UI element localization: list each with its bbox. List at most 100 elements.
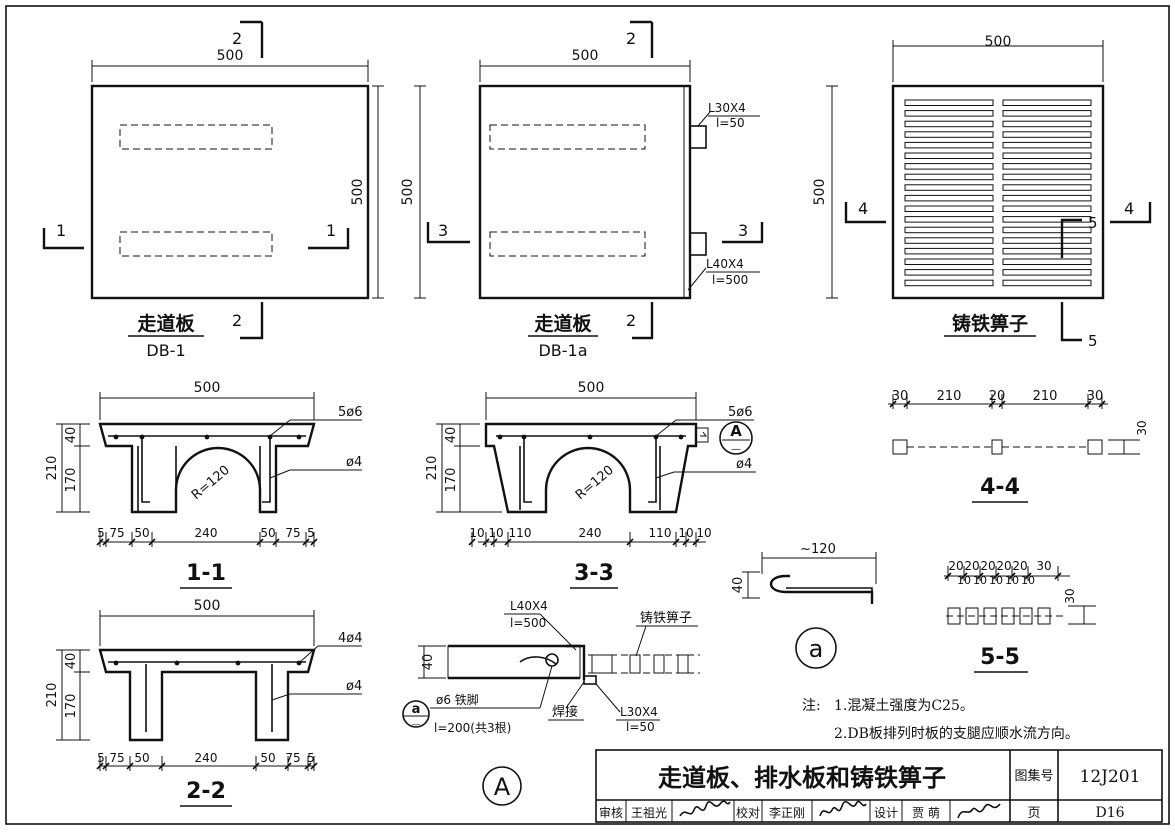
detailA-weld: 焊接 bbox=[552, 704, 578, 720]
grate-slot bbox=[904, 141, 994, 149]
grate-slot bbox=[904, 184, 994, 191]
db1-width-dim: 500 bbox=[217, 48, 244, 64]
s55-subdim-3: 10 bbox=[989, 574, 1003, 587]
section-3-3: A — 500 5ø6 ø4 R=120 210 40 170 10 10 11… bbox=[425, 380, 756, 589]
s11-dim-7: 5 bbox=[307, 526, 315, 540]
reviewer-signature bbox=[679, 800, 731, 817]
s22-h-total: 210 bbox=[45, 683, 60, 708]
db1-height-dim: 500 bbox=[350, 179, 366, 206]
s22-label: 2-2 bbox=[186, 779, 226, 804]
s22-width-dim: 500 bbox=[194, 598, 221, 614]
grate-slot bbox=[904, 269, 994, 276]
s55-dim-2: 20 bbox=[964, 559, 979, 573]
review-label: 审核 bbox=[599, 805, 623, 820]
section-2-2: 500 4ø4 ø4 210 40 170 5 75 50 240 50 75 … bbox=[45, 598, 363, 807]
grate-slot bbox=[1002, 141, 1092, 149]
db1-name: 走道板 bbox=[137, 312, 195, 335]
grate-slots bbox=[904, 99, 1092, 287]
grate-slot bbox=[1002, 152, 1092, 159]
s55-bar bbox=[965, 607, 979, 625]
grate-name: 铸铁箅子 bbox=[952, 312, 1028, 335]
s55-label: 5-5 bbox=[980, 645, 1020, 670]
s44-dim-5: 30 bbox=[1087, 389, 1104, 404]
s55-dim-5: 20 bbox=[1012, 559, 1027, 573]
db1a-cut3-right: 3 bbox=[738, 221, 748, 240]
db1a-name: 走道板 bbox=[534, 312, 592, 335]
grate-slot bbox=[1002, 269, 1092, 276]
s33-width-dim: 500 bbox=[578, 380, 605, 396]
title-block: 走道板、排水板和铸铁箅子 图集号 12J201 页 D16 审核 王祖光 校对 … bbox=[595, 749, 1163, 823]
s33-dim-4: 240 bbox=[579, 526, 602, 540]
detailA-angle-top-len: l=500 bbox=[510, 616, 546, 630]
db1a-code: DB-1a bbox=[538, 341, 587, 360]
db1a-angle-top-len: l=50 bbox=[716, 116, 745, 130]
s55-dim-1: 20 bbox=[948, 559, 963, 573]
grate-cut5-top: 5 bbox=[1088, 214, 1098, 232]
s22-dim-5: 50 bbox=[260, 751, 275, 765]
s11-h-top: 40 bbox=[64, 427, 79, 444]
s33-h-top: 40 bbox=[444, 427, 459, 444]
designer-name: 贾 萌 bbox=[912, 806, 940, 820]
grate-slot bbox=[1002, 237, 1092, 244]
grate-slot bbox=[1002, 120, 1092, 128]
grate-slot bbox=[1002, 247, 1092, 255]
s44-dim-1: 30 bbox=[892, 389, 909, 404]
grate-slot bbox=[904, 226, 994, 234]
plan-grate: 500 500 4 4 5 5 铸铁箅子 bbox=[812, 34, 1152, 350]
grate-cut4-left: 4 bbox=[858, 199, 868, 218]
s33-dim-7: 10 bbox=[696, 526, 711, 540]
grate-slot bbox=[1002, 258, 1092, 265]
s33-dim-1: 10 bbox=[469, 526, 484, 540]
s11-rebar-leg: ø4 bbox=[346, 455, 362, 470]
s44-dim-3: 20 bbox=[989, 389, 1006, 404]
db1a-cut2-bottom: 2 bbox=[626, 311, 636, 330]
plan-db1a: 500 500 3 3 2 2 L30X4 l=50 L40X4 l=500 走… bbox=[400, 20, 764, 360]
s33-radius: R=120 bbox=[573, 463, 617, 503]
s33-callout: A bbox=[730, 422, 742, 440]
sheet-border bbox=[5, 5, 1170, 825]
detail-a-h: 40 bbox=[731, 577, 746, 594]
design-label: 设计 bbox=[874, 806, 898, 820]
db1-cut2-top: 2 bbox=[232, 29, 242, 48]
db1a-width-dim: 500 bbox=[572, 48, 599, 64]
s55-subdim-1: 10 bbox=[957, 574, 971, 587]
s22-h-top: 40 bbox=[64, 653, 79, 670]
s55-subdim-4: 10 bbox=[1005, 574, 1019, 587]
s22-dim-2: 75 bbox=[109, 751, 124, 765]
grate-cut5-bottom: 5 bbox=[1088, 332, 1098, 350]
s11-dim-4: 240 bbox=[195, 526, 218, 540]
grate-slot bbox=[1002, 163, 1092, 170]
s33-h-leg: 170 bbox=[444, 468, 459, 493]
grate-slot bbox=[904, 152, 994, 159]
s33-dim-5: 110 bbox=[649, 526, 672, 540]
db1a-angle-top: L30X4 bbox=[708, 101, 746, 115]
section-1-1: 500 5ø6 ø4 R=120 210 40 170 5 75 50 240 … bbox=[45, 380, 363, 589]
db1a-height-dim: 500 bbox=[400, 179, 416, 206]
grate-slot bbox=[904, 131, 994, 138]
grate-slot bbox=[1002, 279, 1092, 287]
detailA-label: A bbox=[494, 773, 511, 801]
detailA-grate-label: 铸铁箅子 bbox=[640, 610, 692, 626]
atlas-label: 图集号 bbox=[1014, 768, 1053, 784]
svg-text:—: — bbox=[412, 720, 421, 730]
s55-dim-3: 20 bbox=[980, 559, 995, 573]
s11-dim-5: 50 bbox=[260, 526, 275, 540]
s11-dim-1: 5 bbox=[97, 526, 105, 540]
s33-dim-2: 10 bbox=[488, 526, 503, 540]
notes-lead: 注: bbox=[802, 698, 821, 714]
grate-slot bbox=[1002, 226, 1092, 234]
db1-cut1-right: 1 bbox=[326, 221, 336, 240]
s22-dim-6: 75 bbox=[285, 751, 300, 765]
s33-dim-6: 10 bbox=[678, 526, 693, 540]
grate-slot bbox=[904, 237, 994, 244]
notes: 注: 1.混凝土强度为C25。 2.DB板排列时板的支腿应顺水流方向。 bbox=[802, 698, 1079, 742]
s11-dim-2: 75 bbox=[109, 526, 124, 540]
grate-slot bbox=[904, 258, 994, 265]
detailA-foot-len: l=200(共3根) bbox=[434, 721, 511, 735]
detailA-foot: ø6 铁脚 bbox=[436, 692, 479, 707]
note-1: 1.混凝土强度为C25。 bbox=[834, 698, 974, 714]
check-label: 校对 bbox=[736, 805, 760, 820]
db1-code: DB-1 bbox=[146, 341, 185, 360]
grate-slot bbox=[904, 194, 994, 202]
grate-slot bbox=[904, 205, 994, 212]
